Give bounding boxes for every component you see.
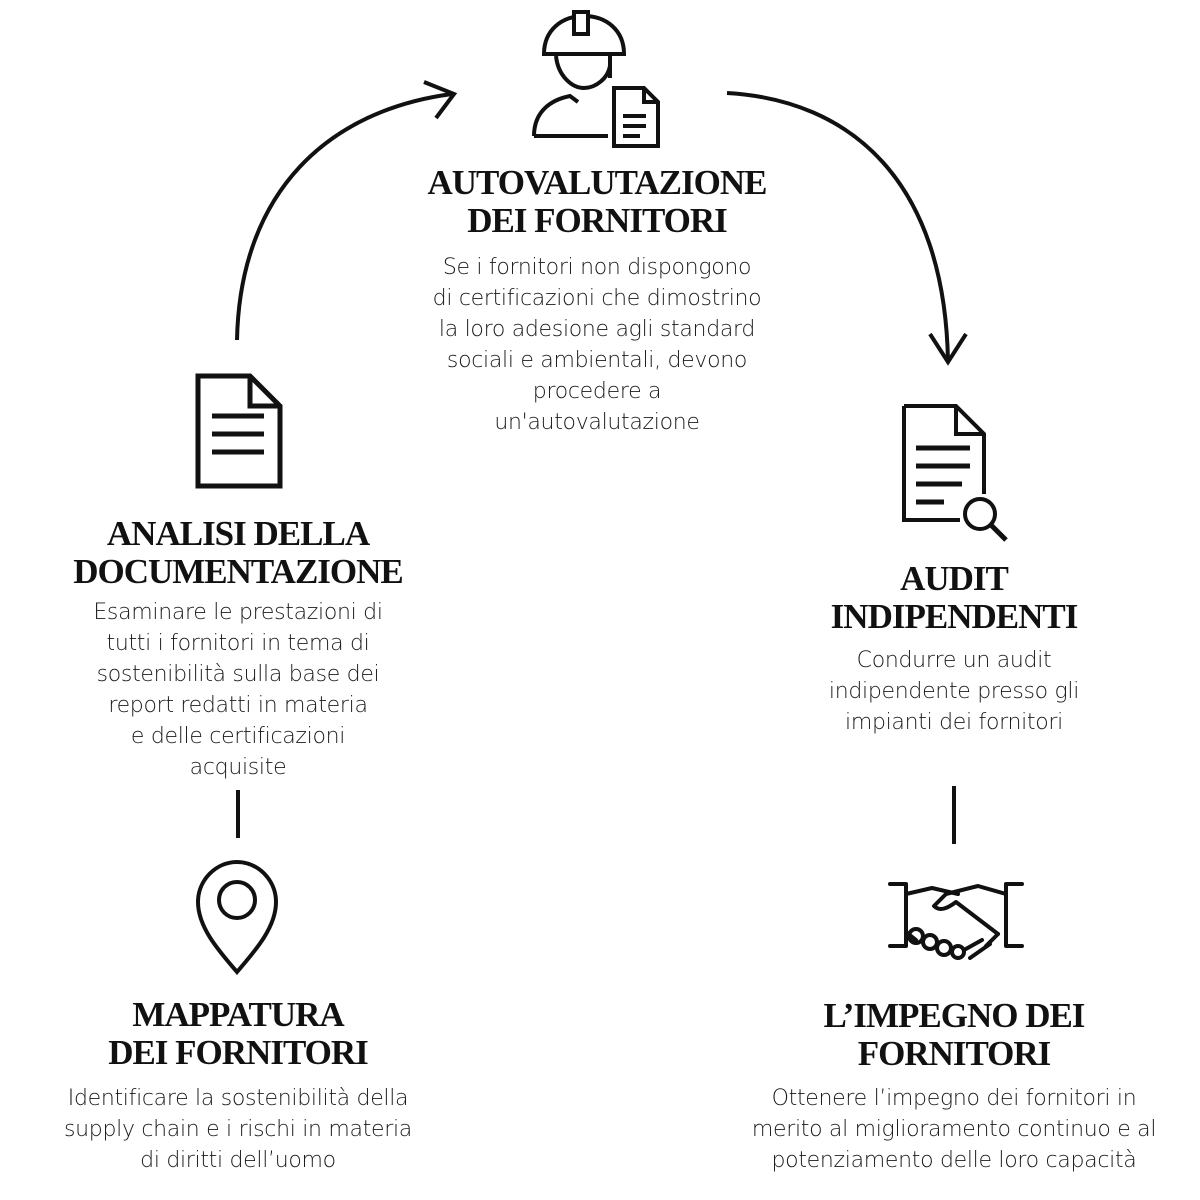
step-title-analisi: ANALISI DELLA DOCUMENTAZIONE — [73, 514, 404, 591]
arrow-autovalutazione-to-audit — [726, 91, 950, 363]
location-pin-icon — [195, 859, 279, 976]
step-description-mappatura: Identificare la sostenibilità della supp… — [64, 1086, 412, 1173]
step-description-impegno: Ottenere l’impegno dei fornitori in meri… — [751, 1086, 1157, 1173]
document-icon — [195, 373, 283, 489]
arrow-head-right — [928, 332, 968, 366]
document-search-icon — [902, 404, 1008, 542]
handshake-icon — [888, 882, 1024, 960]
worker-document-icon — [532, 10, 660, 148]
arrow-analisi-to-autovalutazione — [235, 92, 453, 341]
arrow-head-left — [423, 80, 458, 120]
step-title-audit: AUDIT INDIPENDENTI — [830, 559, 1079, 636]
connector-analisi-mappatura — [236, 790, 240, 838]
step-title-mappatura: MAPPATURA DEI FORNITORI — [108, 995, 369, 1072]
step-description-analisi: Esaminare le prestazioni di tutti i forn… — [93, 600, 383, 780]
step-description-audit: Condurre un audit indipendente presso gl… — [828, 648, 1080, 735]
step-title-autovalutazione: AUTOVALUTAZIONE DEI FORNITORI — [427, 163, 768, 240]
connector-audit-impegno — [952, 786, 956, 844]
step-description-autovalutazione: Se i fornitori non dispongono di certifi… — [432, 255, 762, 435]
step-title-impegno: L’IMPEGNO DEI FORNITORI — [823, 996, 1086, 1073]
